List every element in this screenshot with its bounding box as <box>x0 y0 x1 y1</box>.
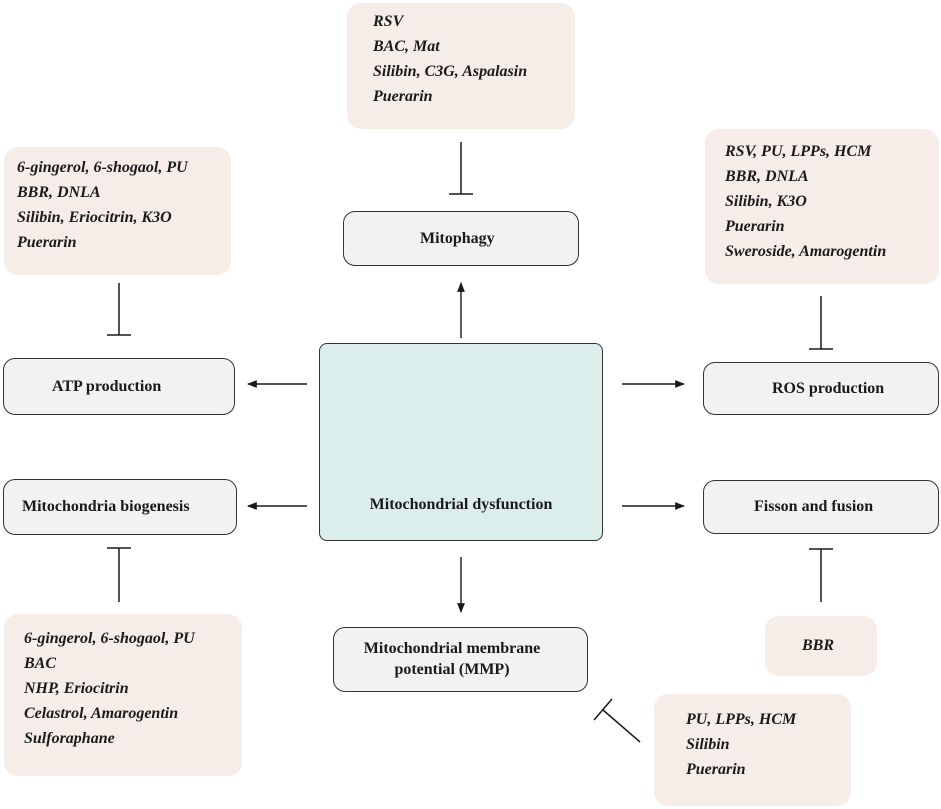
process-mitophagy: Mitophagy <box>343 211 579 266</box>
compound-line: BBR, DNLA <box>17 184 101 201</box>
compound-line: NHP, Eriocitrin <box>24 680 129 697</box>
compound-line: Silibin, K3O <box>725 193 807 210</box>
process-label-line2: potential (MMP) <box>394 661 510 678</box>
inhibit-biogenesis <box>107 547 131 602</box>
compound-line: Puerarin <box>725 218 785 235</box>
compounds-mmp: PU, LPPs, HCM Silibin Puerarin <box>654 694 851 806</box>
process-biogenesis: Mitochondria biogenesis <box>3 479 237 535</box>
compounds-fission: BBR <box>765 616 877 676</box>
inhibit-fission <box>809 548 833 602</box>
compound-line: RSV, PU, LPPs, HCM <box>725 143 872 160</box>
compound-line: Puerarin <box>686 761 746 778</box>
center-label: Mitochondrial dysfunction <box>369 496 553 513</box>
process-ros: ROS production <box>703 362 939 415</box>
compound-line: Silibin, C3G, Aspalasin <box>373 63 528 80</box>
inhibit-mmp <box>593 698 641 743</box>
process-mmp: Mitochondrial membrane potential (MMP) <box>333 627 588 692</box>
compound-line: PU, LPPs, HCM <box>686 711 797 728</box>
compound-line: Silibin, Eriocitrin, K3O <box>17 209 172 226</box>
center-box: Mitochondrial dysfunction <box>319 343 603 541</box>
compound-line: Sulforaphane <box>24 730 115 747</box>
process-label: Fisson and fusion <box>754 498 874 515</box>
compounds-atp: 6-gingerol, 6-shogaol, PU BBR, DNLA Sili… <box>4 147 231 275</box>
inhibit-ros <box>809 296 833 350</box>
compound-line: RSV <box>373 13 404 30</box>
compound-line: 6-gingerol, 6-shogaol, PU <box>24 630 195 647</box>
compounds-ros: RSV, PU, LPPs, HCM BBR, DNLA Silibin, K3… <box>705 129 939 284</box>
compound-line: 6-gingerol, 6-shogaol, PU <box>17 159 188 176</box>
compound-line: BBR <box>802 637 835 654</box>
compound-line: BBR, DNLA <box>725 168 809 185</box>
process-fission: Fisson and fusion <box>703 480 939 534</box>
process-label: Mitophagy <box>420 229 495 247</box>
process-label-line1: Mitochondrial membrane <box>363 640 541 657</box>
compounds-mitophagy: RSV BAC, Mat Silibin, C3G, Aspalasin Pue… <box>347 3 575 129</box>
compound-line: BAC <box>24 655 57 672</box>
inhibit-mitophagy <box>449 142 473 195</box>
compound-line: Silibin <box>686 736 730 753</box>
process-label: ROS production <box>772 379 885 397</box>
compound-line: Puerarin <box>373 88 433 105</box>
compound-line: BAC, Mat <box>373 38 440 55</box>
compound-line: Celastrol, Amarogentin <box>24 705 179 722</box>
compound-line: Puerarin <box>17 234 77 251</box>
process-label: ATP production <box>52 377 162 395</box>
inhibit-atp <box>107 283 131 336</box>
compound-line: Sweroside, Amarogentin <box>725 243 887 260</box>
process-label: Mitochondria biogenesis <box>22 498 190 515</box>
compounds-biogenesis: 6-gingerol, 6-shogaol, PU BAC NHP, Erioc… <box>4 614 242 776</box>
process-atp: ATP production <box>3 358 235 415</box>
